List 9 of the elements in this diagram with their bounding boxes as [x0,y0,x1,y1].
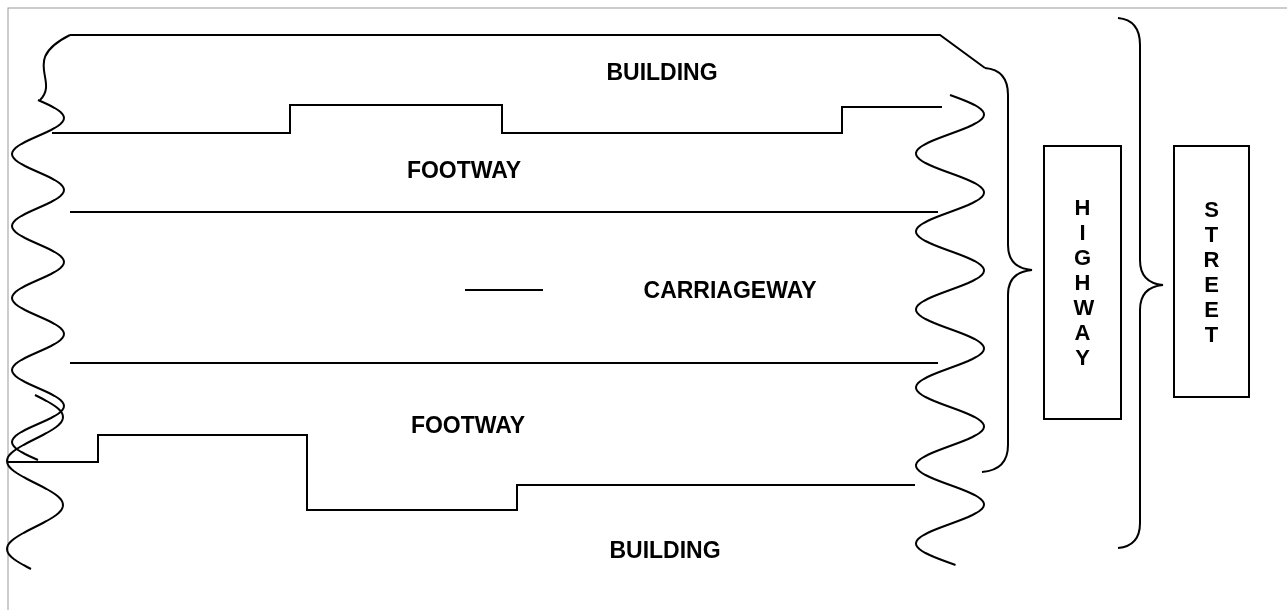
area-label: FOOTWAY [406,156,522,184]
vertical-label: STREET [1202,196,1221,347]
area-label: BUILDING [609,536,721,564]
area-label: CARRIAGEWAY [643,276,817,304]
area-label: BUILDING [606,58,718,86]
area-label: FOOTWAY [410,411,526,439]
vertical-label: HIGHWAY [1073,195,1092,370]
label-box [1173,145,1250,398]
label-box [1043,145,1122,420]
